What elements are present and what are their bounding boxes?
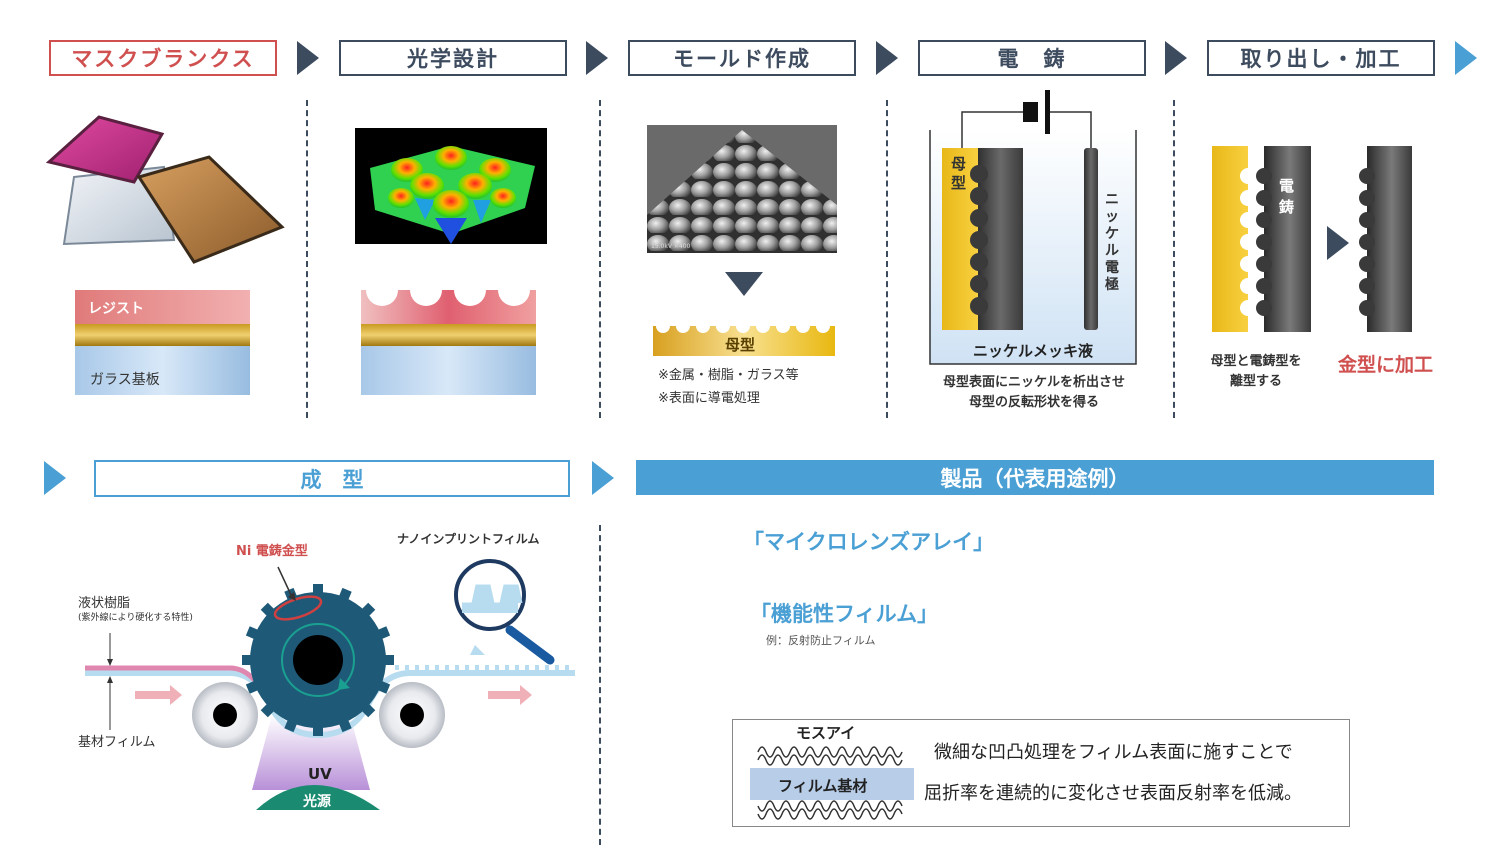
electro-desc-line1: 母型表面にニッケルを析出させ [942, 375, 1125, 390]
mosseye-label: モスアイ [796, 724, 856, 742]
mother-mold-label: 母型 [725, 336, 756, 354]
arrow-right-icon [297, 41, 319, 75]
liquid-resin-note: (紫外線により硬化する特性) [78, 613, 193, 623]
electroform-label: 電鋳 [1279, 177, 1295, 216]
mold-processing-label: 金型に加工 [1338, 354, 1434, 376]
optical-design-3d-plot [355, 128, 547, 244]
mosseye-desc-line1: 微細な凹凸処理をフィルム表面に施すことで [934, 742, 1293, 763]
extract-desc-line1: 母型と電鋳型を [1210, 354, 1302, 369]
product-microlens-array: 「マイクロレンズアレイ」 [743, 530, 995, 554]
divider [599, 525, 601, 845]
uv-label: UV [308, 765, 332, 783]
product-example: 例：反射防止フィルム [766, 634, 876, 647]
products-header: 製品（代表用途例） [636, 460, 1434, 495]
step-label: 光学設計 [407, 47, 499, 71]
base-film-label: 基材フィルム [78, 735, 156, 750]
mold-note-materials: ※金属・樹脂・ガラス等 [658, 368, 799, 383]
arrow-right-icon [876, 41, 898, 75]
arrow-right-icon [586, 41, 608, 75]
resist-label: レジスト [88, 301, 144, 317]
mask-layers-diagram [75, 290, 250, 395]
step-extraction: 取り出し・加工 [1207, 40, 1435, 76]
step-optical-design: 光学設計 [339, 40, 567, 76]
step-mask-blanks: マスクブランクス [49, 40, 277, 76]
step-label: 取り出し・加工 [1240, 47, 1402, 71]
products-title: 製品（代表用途例） [940, 466, 1130, 491]
divider [306, 100, 308, 418]
roll-to-roll-molding-diagram [85, 559, 575, 810]
liquid-resin-label: 液状樹脂 [78, 596, 131, 611]
extract-desc-line2: 離型する [1229, 374, 1282, 389]
arrow-right-icon [1165, 41, 1187, 75]
molding-header: 成 型 [94, 460, 570, 497]
arrow-right-icon [44, 461, 66, 495]
mosseye-box [732, 719, 1350, 827]
step-label: 電 鋳 [997, 47, 1067, 71]
electro-description: 母型表面にニッケルを析出させ 母型の反転形状を得る [910, 373, 1158, 413]
arrow-down-icon [725, 272, 763, 296]
glass-substrate-label: ガラス基板 [90, 372, 160, 388]
product-functional-film: 「機能性フィルム」 [750, 602, 939, 626]
ni-mold-label: Ni 電鋳金型 [236, 544, 308, 559]
mold-note-conductive: ※表面に導電処理 [658, 391, 760, 406]
electro-desc-line2: 母型の反転形状を得る [968, 395, 1099, 410]
mosseye-structure-diagram [750, 746, 914, 820]
mother-mold-tank-label: 母型 [951, 155, 967, 192]
sem-scale-text: 15.0kV ×400 [651, 243, 691, 250]
step-mold-making: モールド作成 [628, 40, 856, 76]
light-source-label: 光源 [303, 794, 331, 810]
arrow-right-icon [1455, 41, 1477, 75]
mask-blanks-illustration [45, 115, 285, 264]
mosseye-desc-line2: 屈折率を連続的に変化させ表面反射率を低減。 [924, 783, 1302, 804]
optical-layers-diagram [361, 290, 536, 395]
step-label: モールド作成 [673, 47, 811, 71]
nickel-electrode-label: ニッケル電極 [1105, 192, 1119, 293]
nanoimprint-film-label: ナノインプリントフィルム [397, 532, 540, 546]
mother-mold-bar [653, 319, 835, 356]
molding-title: 成 型 [300, 467, 364, 492]
step-electroforming: 電 鋳 [918, 40, 1146, 76]
film-base-label: フィルム基材 [778, 777, 868, 795]
divider [1173, 100, 1175, 418]
electroforming-tank-diagram [929, 90, 1137, 365]
sem-image: 15.0kV ×400 [647, 125, 837, 253]
extraction-diagram [1212, 146, 1412, 332]
step-label: マスクブランクス [71, 47, 255, 71]
extract-description: 母型と電鋳型を 離型する [1196, 352, 1316, 392]
arrow-right-icon [592, 461, 614, 495]
divider [599, 100, 601, 418]
divider [886, 100, 888, 418]
nickel-bath-label: ニッケルメッキ液 [972, 342, 1093, 360]
